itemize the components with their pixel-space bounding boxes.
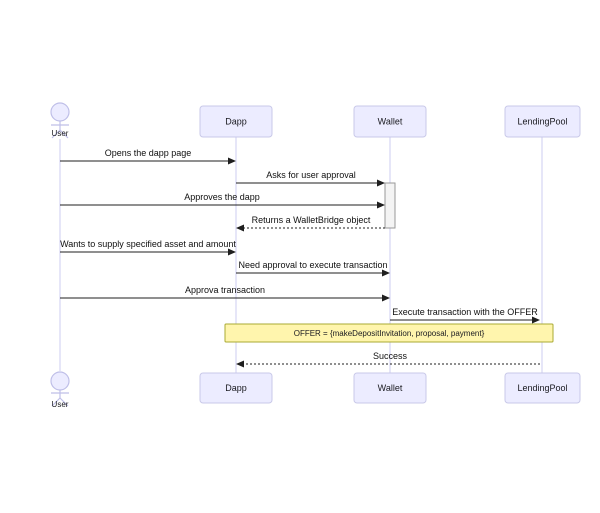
arrowhead-icon (228, 248, 236, 256)
participant-wallet-label: Wallet (378, 383, 403, 393)
arrowhead-icon (382, 294, 390, 302)
actor-leg-icon (51, 129, 61, 139)
arrowhead-icon (532, 316, 540, 324)
participant-box (199, 372, 273, 404)
message-approva-transaction: Approva transaction (60, 285, 390, 302)
actor-head-icon (50, 371, 70, 391)
participant-wallet-bottom: Wallet (353, 372, 427, 404)
activation-bar-wallet (384, 182, 396, 229)
participant-dapp-label: Dapp (225, 383, 247, 393)
message-execute-transaction: Execute transaction with the OFFER (390, 307, 540, 324)
arrowhead-icon (236, 360, 244, 368)
participant-box (504, 372, 581, 404)
actor-leg-icon (59, 397, 69, 407)
message-label: Returns a WalletBridge object (252, 215, 371, 225)
message-label: Execute transaction with the OFFER (392, 307, 538, 317)
message-label: Approva transaction (185, 285, 265, 295)
message-opens-dapp-page: Opens the dapp page (60, 148, 236, 165)
actor-user-top: User (50, 102, 70, 139)
message-label: Opens the dapp page (105, 148, 192, 158)
message-label: Wants to supply specified asset and amou… (60, 239, 236, 249)
actor-user-label: User (52, 129, 69, 138)
participant-box (199, 105, 273, 138)
participant-box (353, 372, 427, 404)
participant-wallet-label: Wallet (378, 117, 403, 127)
message-wants-to-supply: Wants to supply specified asset and amou… (60, 239, 236, 256)
actor-user-label: User (52, 400, 69, 409)
message-label: Need approval to execute transaction (238, 260, 387, 270)
actor-leg-icon (59, 129, 69, 139)
note-label: OFFER = {makeDepositInvitation, proposal… (294, 329, 485, 338)
message-need-approval: Need approval to execute transaction (236, 260, 390, 277)
arrowhead-icon (236, 224, 244, 232)
arrowhead-icon (228, 157, 236, 165)
arrowhead-icon (377, 201, 385, 209)
message-returns-walletbridge: Returns a WalletBridge object (236, 215, 385, 232)
participant-wallet-top: Wallet (353, 105, 427, 138)
participant-lendingpool-label: LendingPool (517, 117, 567, 127)
arrowhead-icon (377, 179, 385, 187)
message-label: Success (373, 351, 408, 361)
participant-lendingpool-top: LendingPool (504, 105, 581, 138)
note-box (224, 323, 554, 343)
participant-dapp-top: Dapp (199, 105, 273, 138)
message-label: Asks for user approval (266, 170, 356, 180)
actor-leg-icon (51, 397, 61, 407)
participant-dapp-label: Dapp (225, 117, 247, 127)
actor-head-icon (50, 102, 70, 122)
participant-lendingpool-bottom: LendingPool (504, 372, 581, 404)
arrowhead-icon (382, 269, 390, 277)
participant-box (504, 105, 581, 138)
message-asks-user-approval: Asks for user approval (236, 170, 385, 187)
message-label: Approves the dapp (184, 192, 260, 202)
actor-user-bottom: User (50, 371, 70, 409)
note-offer: OFFER = {makeDepositInvitation, proposal… (224, 323, 554, 343)
participant-box (353, 105, 427, 138)
message-success: Success (236, 351, 540, 368)
participant-dapp-bottom: Dapp (199, 372, 273, 404)
message-approves-dapp: Approves the dapp (60, 192, 385, 209)
participant-lendingpool-label: LendingPool (517, 383, 567, 393)
